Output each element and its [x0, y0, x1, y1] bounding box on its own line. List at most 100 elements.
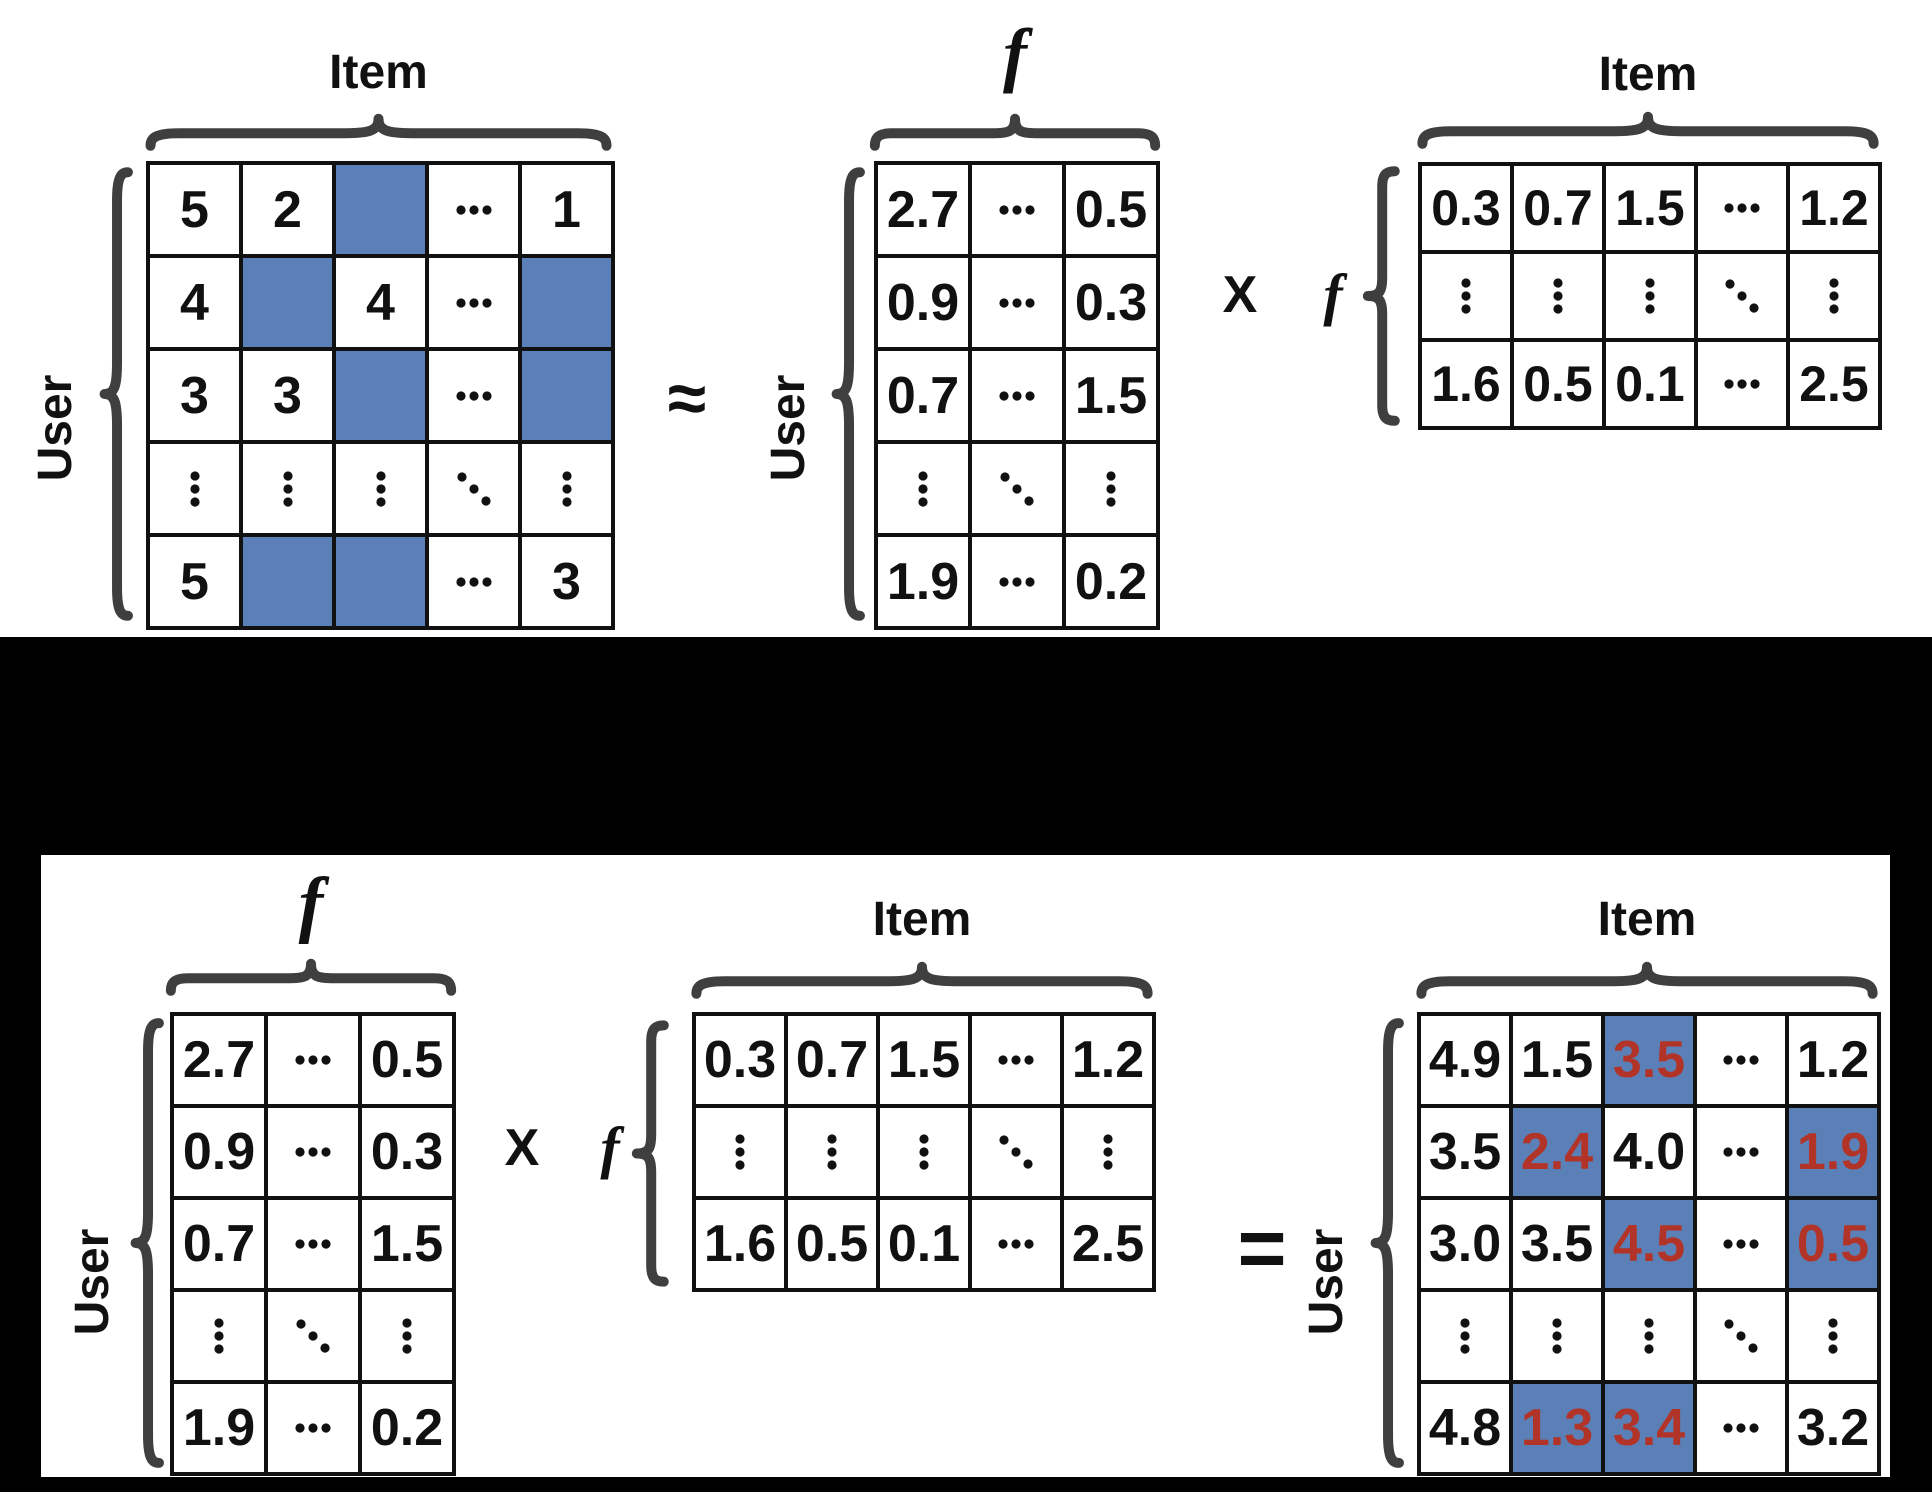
ellipsis-h-icon — [455, 576, 492, 587]
matrix-cell: 0.9 — [876, 256, 970, 349]
multiply-symbol: X — [504, 1119, 540, 1177]
matrix-cell: 2.5 — [1788, 340, 1880, 428]
matrix-cell-missing — [334, 535, 427, 628]
matrix-cell: 0.5 — [1787, 1198, 1879, 1290]
matrix-cell-ellipsis — [172, 1290, 266, 1382]
matrix-cell: 3 — [520, 535, 613, 628]
matrix-cell-ellipsis — [970, 1198, 1062, 1290]
matrix-cell-ellipsis — [1062, 1106, 1154, 1198]
matrix-cell-ellipsis — [1696, 164, 1788, 252]
matrix-cell: 0.1 — [1604, 340, 1696, 428]
ellipsis-h-icon — [295, 1055, 331, 1065]
matrix-cell: 2.5 — [1062, 1198, 1154, 1290]
matrix-cell-ellipsis — [970, 1014, 1062, 1106]
matrix-cell: 3.5 — [1419, 1106, 1511, 1198]
matrix-cell: 1.5 — [1064, 349, 1158, 442]
ellipsis-v-icon — [1828, 1318, 1838, 1354]
matrix-cell-ellipsis — [970, 163, 1064, 256]
factor-dimension-label: f — [1323, 261, 1343, 327]
matrix-cell-ellipsis — [970, 442, 1064, 535]
ellipsis-h-icon — [455, 297, 492, 308]
matrix-cell: 1.5 — [360, 1198, 454, 1290]
matrix-cell-missing — [241, 256, 334, 349]
matrix-cell: 2.7 — [876, 163, 970, 256]
matrix-cell: 3 — [241, 349, 334, 442]
ellipsis-v-icon — [189, 470, 200, 507]
matrix-cell: 0.3 — [1420, 164, 1512, 252]
ellipsis-h-icon — [998, 1055, 1034, 1065]
matrix-cell: 2 — [241, 163, 334, 256]
ellipsis-v-icon — [918, 470, 928, 507]
matrix-cell-ellipsis — [1695, 1014, 1787, 1106]
matrix-cell: 3.2 — [1787, 1382, 1879, 1474]
approx-symbol: ≈ — [667, 359, 707, 437]
matrix-cell: 3.4 — [1603, 1382, 1695, 1474]
ellipsis-v-icon — [1461, 278, 1471, 314]
matrix-cell-ellipsis — [1695, 1382, 1787, 1474]
matrix-cell: 0.5 — [786, 1198, 878, 1290]
matrix-cell: 1.2 — [1787, 1014, 1879, 1106]
ellipsis-v-icon — [1106, 470, 1116, 507]
multiply-symbol: X — [1222, 266, 1258, 324]
matrix-cell: 4.8 — [1419, 1382, 1511, 1474]
matrix-cell: 3.0 — [1419, 1198, 1511, 1290]
ellipsis-v-icon — [402, 1318, 412, 1354]
matrix-cell: 4 — [148, 256, 241, 349]
matrix-cell-missing — [334, 349, 427, 442]
matrix-cell: 1 — [520, 163, 613, 256]
matrix-cell-ellipsis — [266, 1106, 360, 1198]
ellipsis-v-icon — [827, 1134, 837, 1170]
matrix-cell-ellipsis — [1420, 252, 1512, 340]
matrix-cell: 0.3 — [694, 1014, 786, 1106]
matrix-cell: 1.5 — [1604, 164, 1696, 252]
user-span-brace — [103, 163, 129, 625]
matrix-cell-ellipsis — [266, 1290, 360, 1382]
matrix-cell-ellipsis — [876, 442, 970, 535]
user-axis-label: User — [761, 374, 815, 482]
user-span-brace — [835, 163, 861, 625]
matrix-cell-ellipsis — [1603, 1290, 1695, 1382]
matrix-cell: 0.1 — [878, 1198, 970, 1290]
ellipsis-v-icon — [919, 1134, 929, 1170]
matrix-cell: 0.3 — [1064, 256, 1158, 349]
matrix-cell-ellipsis — [1604, 252, 1696, 340]
matrix-cell-ellipsis — [1064, 442, 1158, 535]
matrix-cell: 0.2 — [1064, 535, 1158, 628]
ellipsis-h-icon — [1723, 1423, 1759, 1433]
matrix-cell-ellipsis — [427, 535, 520, 628]
ellipsis-v-icon — [1829, 278, 1839, 314]
ellipsis-v-icon — [214, 1318, 224, 1354]
matrix-cell-ellipsis — [970, 349, 1064, 442]
ellipsis-d-icon — [1724, 1319, 1758, 1353]
matrix-cell: 1.9 — [172, 1382, 266, 1474]
matrix-cell: 2.4 — [1511, 1106, 1603, 1198]
ellipsis-d-icon — [456, 471, 491, 506]
matrix-cell-ellipsis — [266, 1198, 360, 1290]
factor-span-brace — [165, 962, 457, 992]
factor-span-brace — [1366, 166, 1396, 426]
matrix-cell: 1.6 — [694, 1198, 786, 1290]
matrix-cell-ellipsis — [520, 442, 613, 535]
matrix-cell: 3.5 — [1603, 1014, 1695, 1106]
matrix-cell: 0.2 — [360, 1382, 454, 1474]
matrix-cell: 3.5 — [1511, 1198, 1603, 1290]
matrix-cell: 1.6 — [1420, 340, 1512, 428]
matrix-cell: 0.3 — [360, 1106, 454, 1198]
matrix-cell: 4.9 — [1419, 1014, 1511, 1106]
matrix-cell-ellipsis — [266, 1382, 360, 1474]
matrix-cell-ellipsis — [970, 535, 1064, 628]
matrix-cell: 0.5 — [1064, 163, 1158, 256]
matrix-cell-ellipsis — [1419, 1290, 1511, 1382]
matrix-cell-missing — [334, 163, 427, 256]
item-span-brace — [1413, 115, 1883, 145]
ellipsis-h-icon — [998, 1239, 1034, 1249]
item-span-brace — [1412, 965, 1882, 995]
matrix-cell: 0.7 — [876, 349, 970, 442]
matrix-cell: 0.9 — [172, 1106, 266, 1198]
